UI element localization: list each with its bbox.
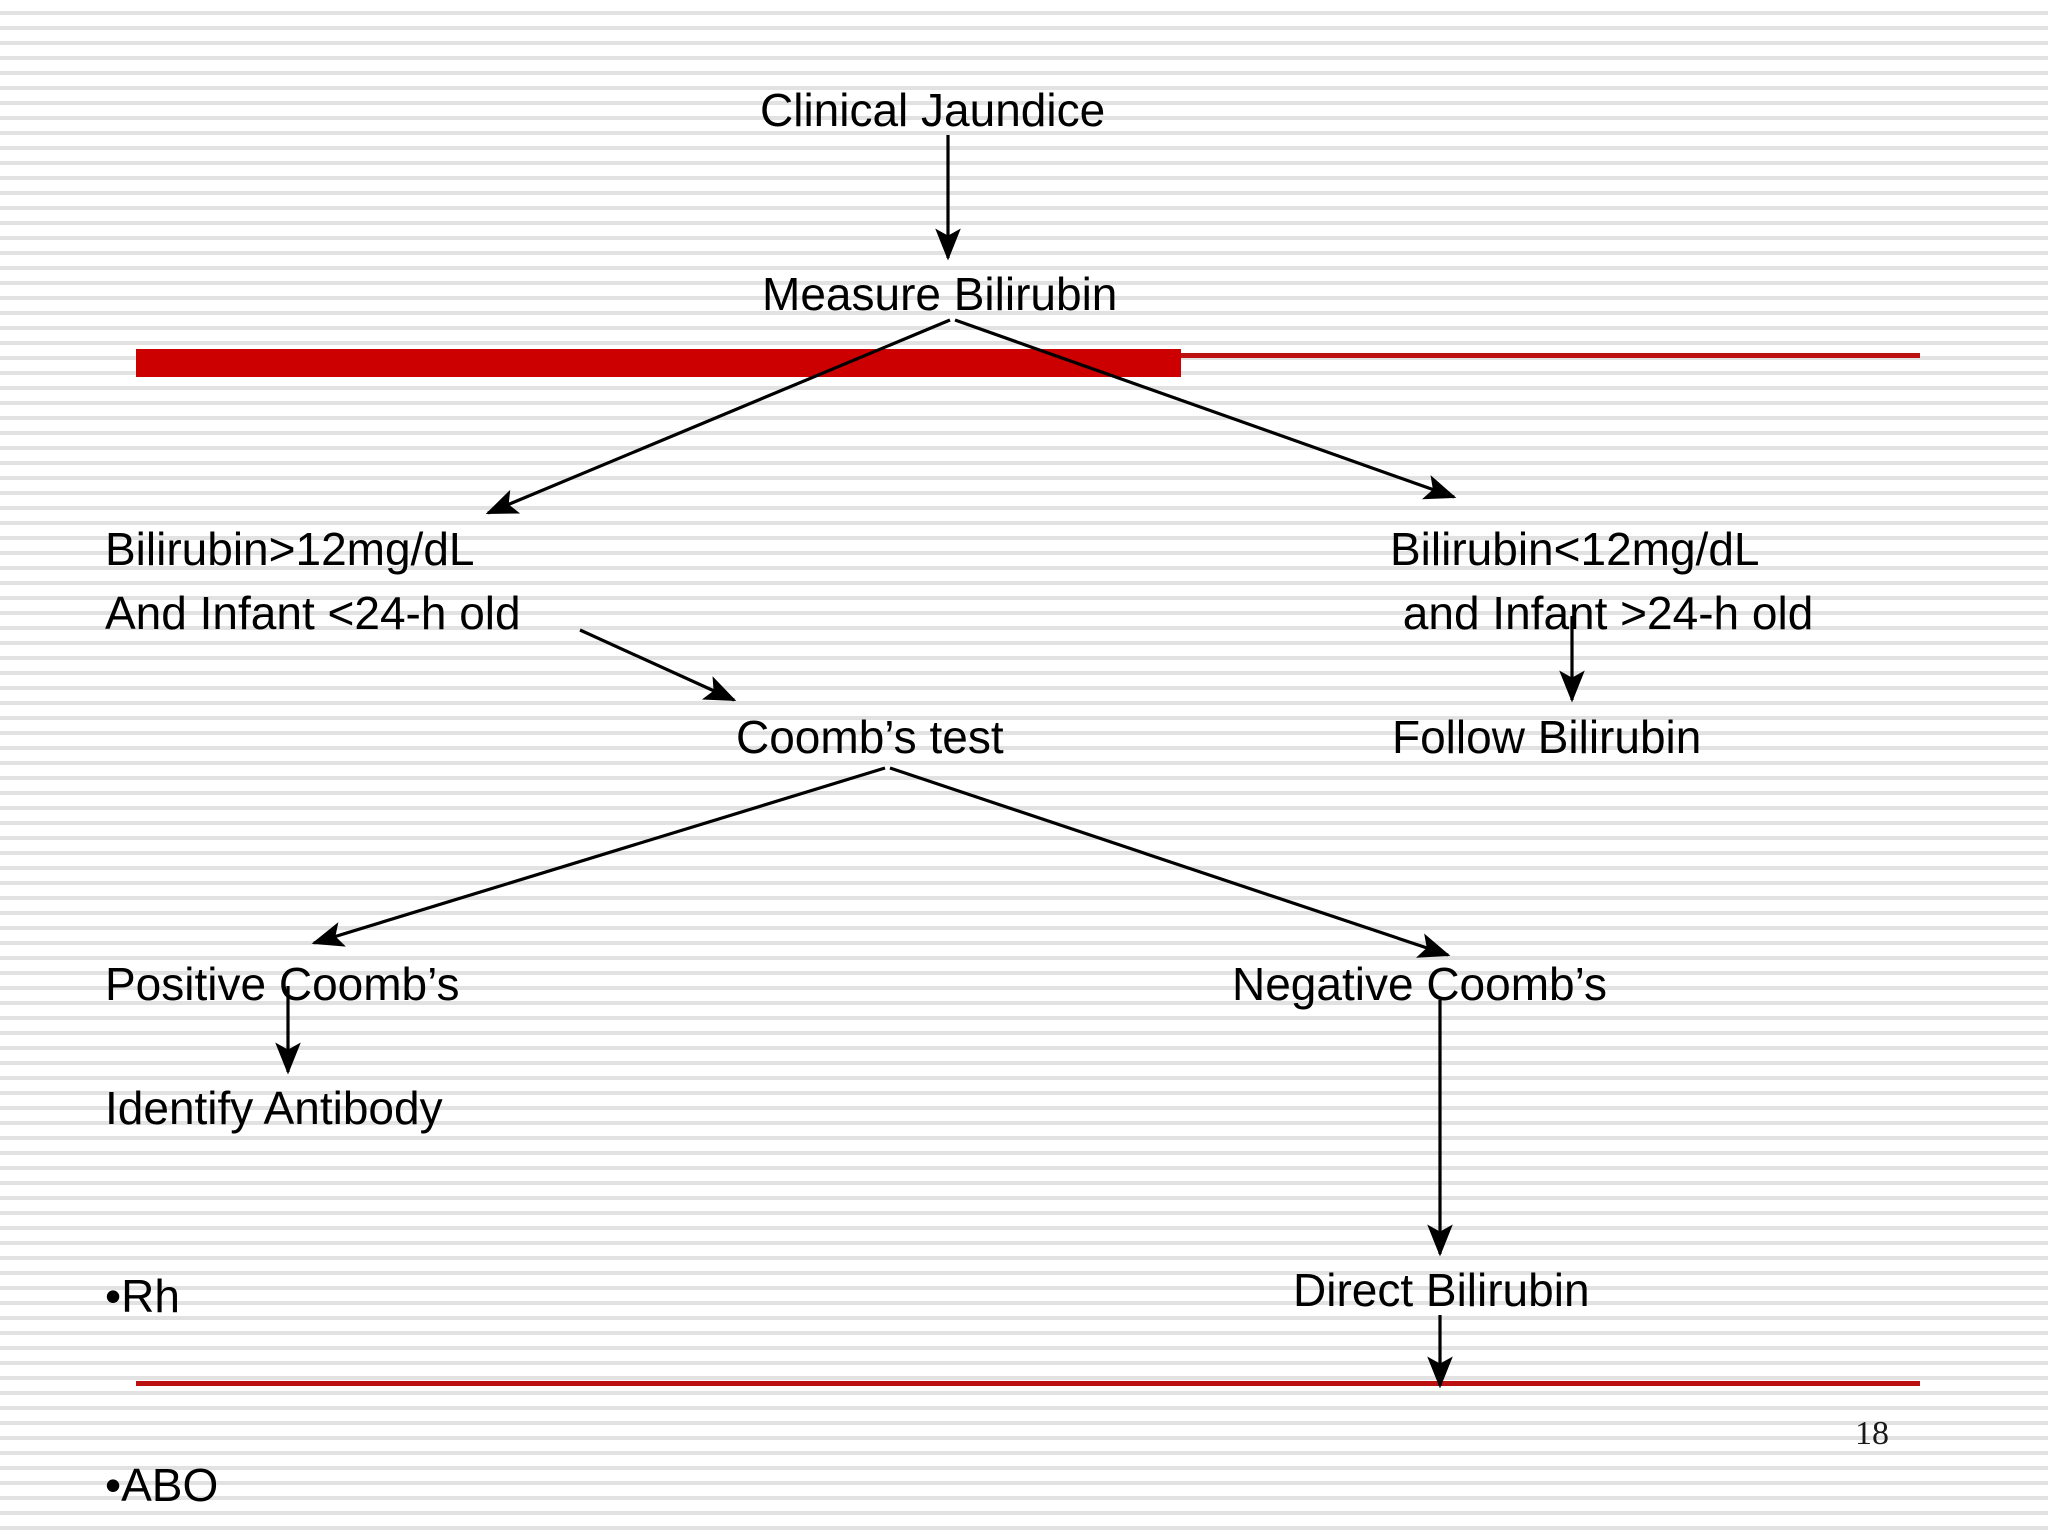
node-negative-coombs: Negative Coomb’s — [1232, 958, 1608, 1010]
edge-coombs-to-positive — [311, 766, 886, 947]
list-item: •ABO — [105, 1459, 219, 1511]
antibody-list: •Rh •ABO •KELL, etc. — [105, 1139, 333, 1536]
accent-bar-thick — [136, 349, 1181, 377]
node-high-bilirubin-line2: And Infant <24-h old — [105, 587, 521, 639]
node-measure-bilirubin: Measure Bilirubin — [762, 268, 1118, 320]
node-follow-bilirubin: Follow Bilirubin — [1392, 711, 1702, 763]
edge-high-bilirubin-to-coombs-test — [579, 628, 737, 702]
node-high-bilirubin-line1: Bilirubin>12mg/dL — [105, 523, 475, 575]
node-direct-bilirubin: Direct Bilirubin — [1293, 1264, 1590, 1316]
page-number: 18 — [1855, 1415, 1889, 1452]
accent-rule-top — [1181, 353, 1920, 358]
accent-rule-bottom — [136, 1381, 1920, 1386]
edge-coombs-to-negative — [889, 766, 1451, 958]
node-low-bilirubin-line1: Bilirubin<12mg/dL — [1390, 523, 1760, 575]
node-coombs-test: Coomb’s test — [736, 711, 1004, 763]
node-positive-coombs: Positive Coomb’s — [105, 958, 460, 1010]
node-clinical-jaundice: Clinical Jaundice — [760, 84, 1106, 136]
node-low-bilirubin-line2: and Infant >24-h old — [1390, 587, 1814, 639]
edge-measure-to-low-bilirubin — [954, 318, 1457, 500]
list-item: •Rh — [105, 1270, 180, 1322]
node-identify-antibody: Identify Antibody — [105, 1082, 443, 1134]
